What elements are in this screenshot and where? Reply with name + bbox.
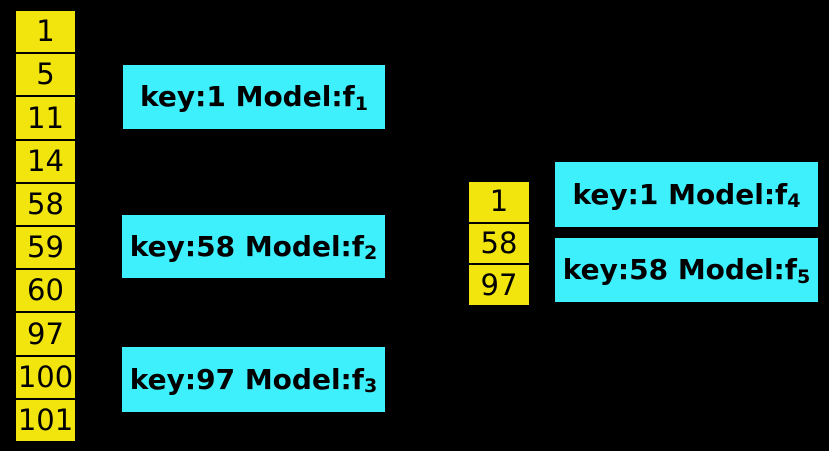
key-cell: 59 — [14, 225, 77, 271]
model-box-label: key:1 Model:f — [572, 177, 788, 211]
key-cell: 60 — [14, 268, 77, 314]
model-subscript: 5 — [796, 265, 811, 288]
model-box-label: key:58 Model:f — [562, 253, 797, 286]
full-keys-column: 1 5 11 14 58 59 60 97 100 101 — [14, 9, 77, 444]
selected-keys-column: 1 58 97 — [467, 180, 531, 308]
model-subscript: 1 — [354, 92, 368, 115]
key-cell: 14 — [14, 138, 77, 184]
key-cell: 1 — [467, 180, 531, 224]
key-cell: 97 — [467, 263, 531, 308]
key-cell: 1 — [14, 9, 77, 55]
key-cell: 97 — [14, 311, 77, 357]
key-cell: 5 — [14, 52, 77, 98]
model-box-label: key:1 Model:f — [140, 80, 355, 113]
key-cell: 58 — [14, 181, 77, 228]
model-subscript: 4 — [787, 190, 801, 213]
key-cell: 58 — [467, 221, 531, 266]
model-box-label: key:97 Model:f — [129, 362, 364, 396]
key-cell: 100 — [14, 354, 77, 400]
key-cell: 101 — [14, 397, 77, 444]
model-subscript: 2 — [363, 242, 378, 265]
model-box-label: key:58 Model:f — [129, 229, 364, 263]
key-cell: 11 — [14, 95, 77, 141]
model-subscript: 3 — [363, 375, 378, 398]
